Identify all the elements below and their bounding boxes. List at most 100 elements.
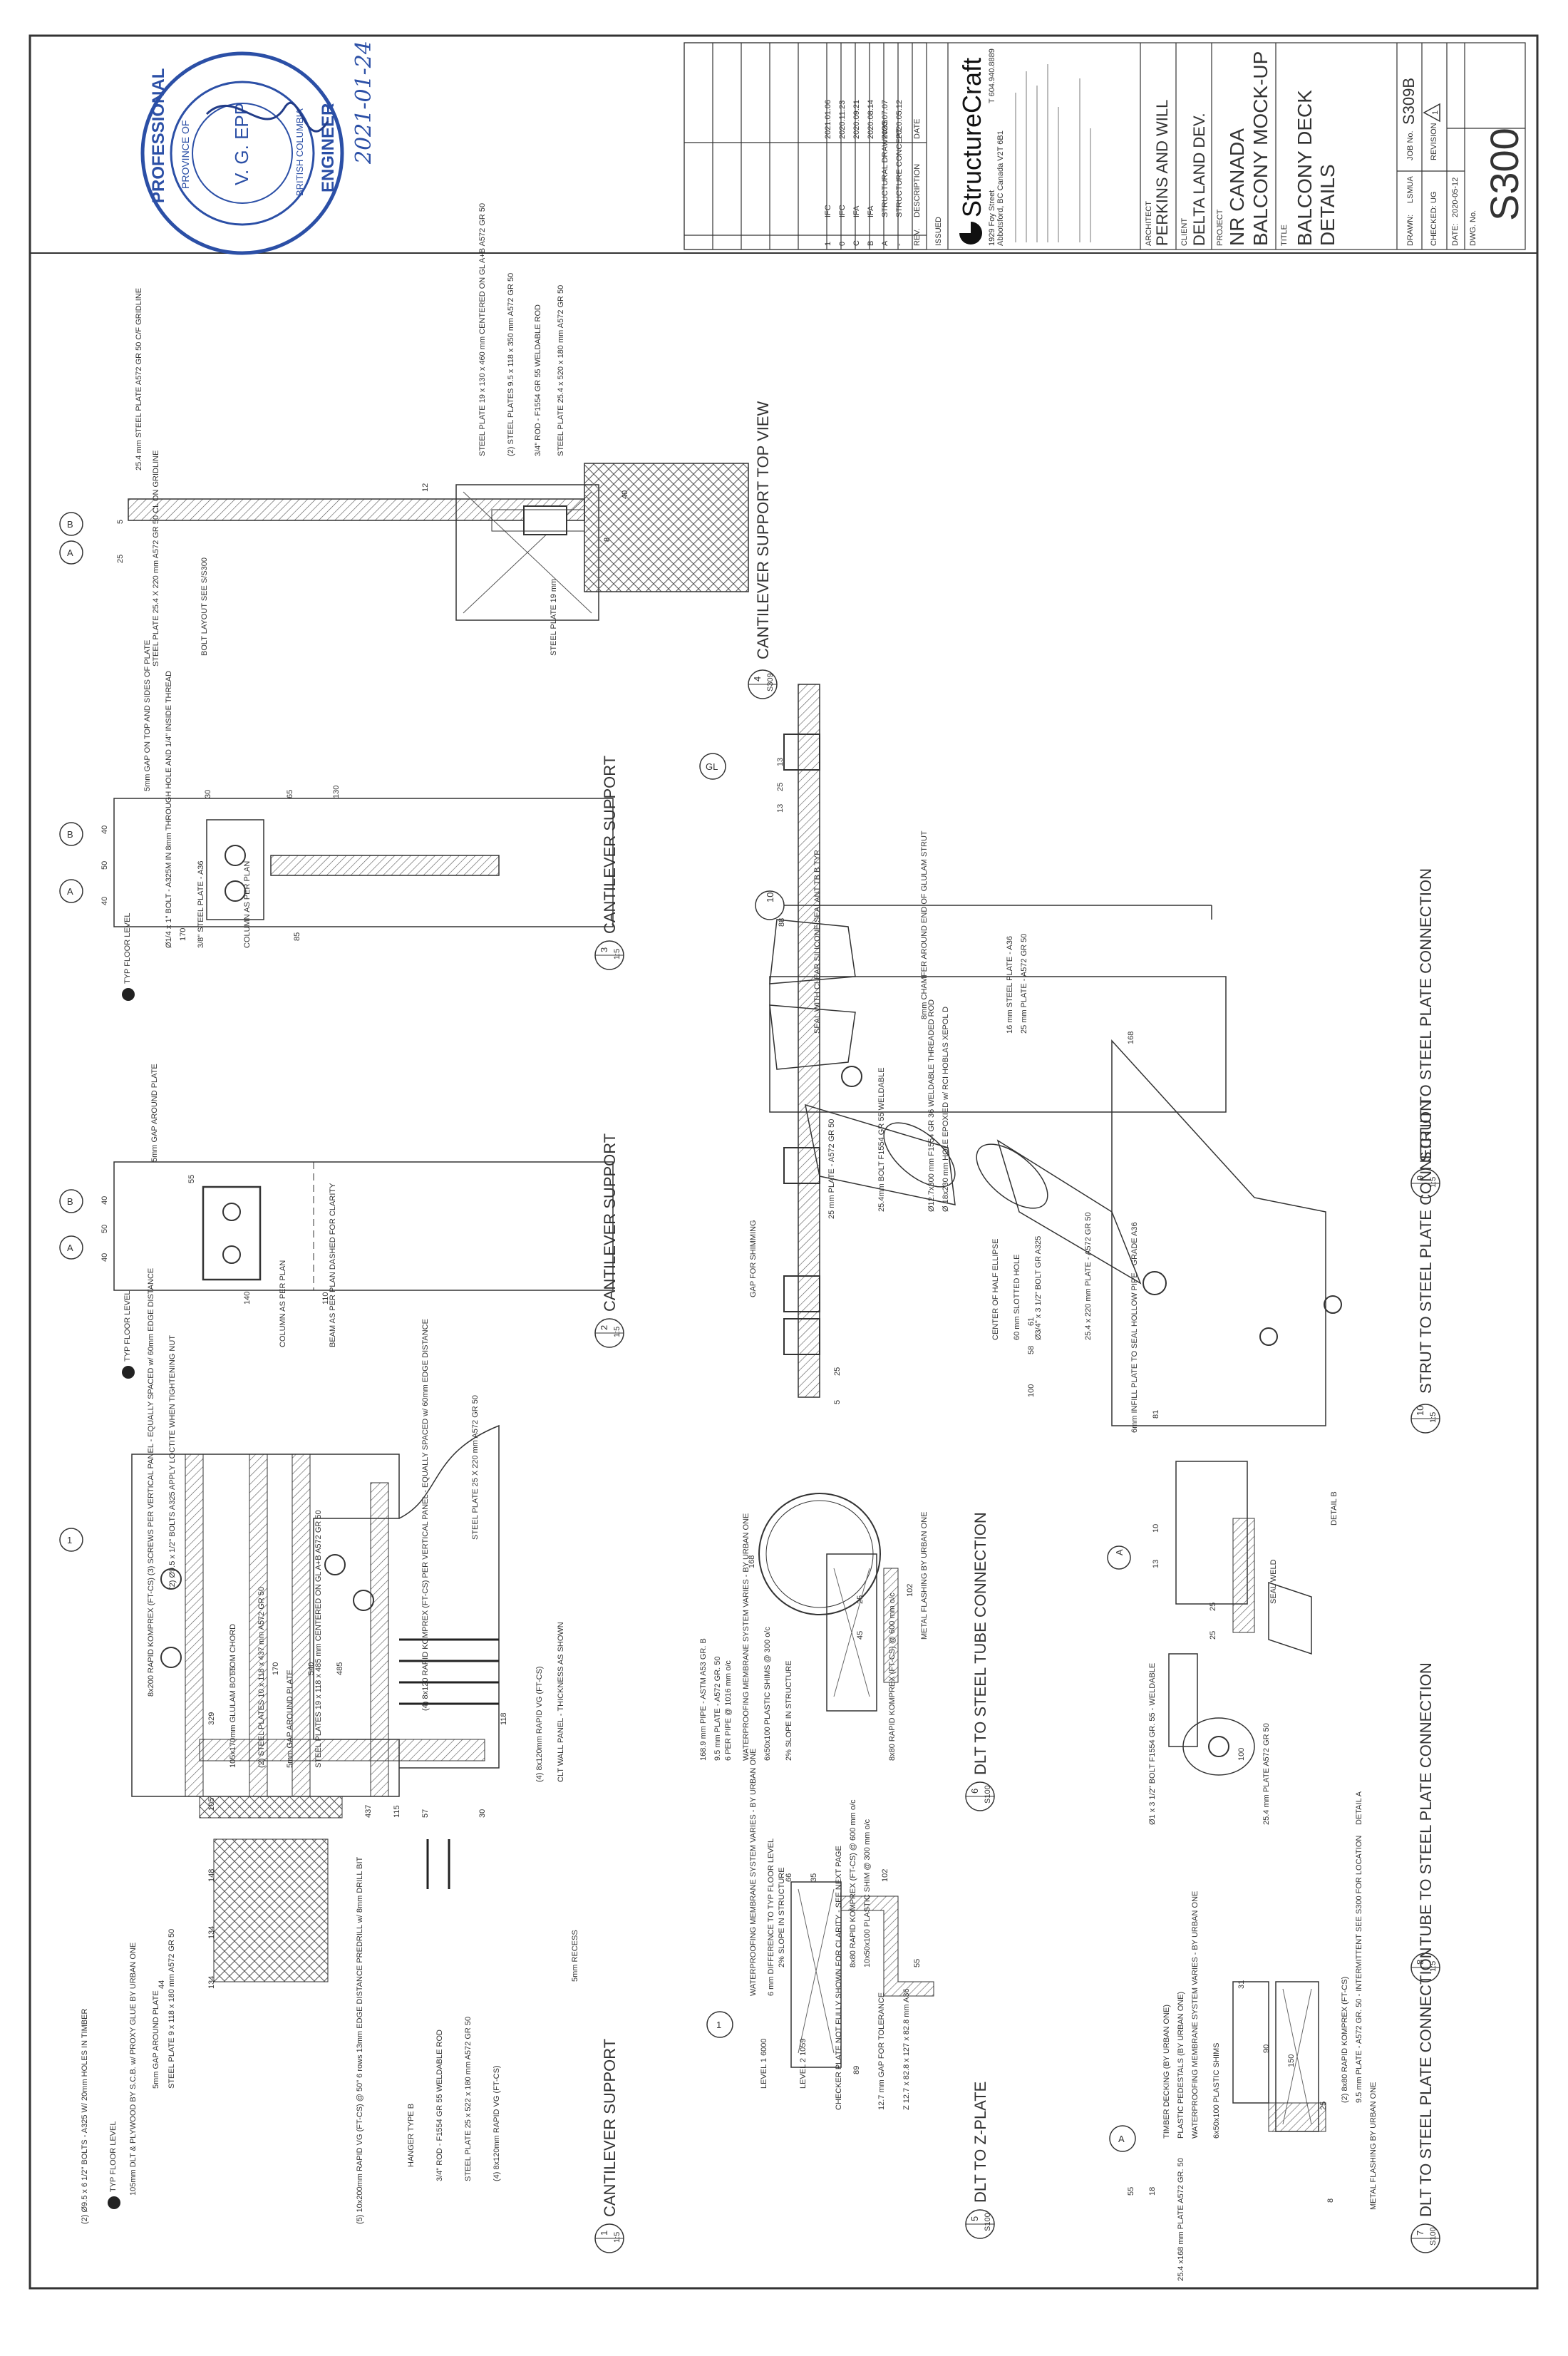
svg-text:(2) STEEL PLATES 10 x 118 x 43: (2) STEEL PLATES 10 x 118 x 437 mm A572 …	[257, 1587, 266, 1768]
svg-text:5mm RECESS: 5mm RECESS	[571, 1930, 579, 1982]
d3-dims: 40 50 40 170 30 65 130 85	[100, 786, 341, 941]
revision-row-3: C IFA 2020.09.21	[852, 100, 861, 246]
client-name: DELTA LAND DEV.	[1190, 113, 1208, 246]
svg-text:1:5: 1:5	[613, 949, 621, 960]
svg-text:(2) Ø9.5 x 1/2" BOLTS A325 APP: (2) Ø9.5 x 1/2" BOLTS A325 APPLY LOCTITE…	[168, 1335, 177, 1590]
svg-text:DETAIL B: DETAIL B	[1330, 1491, 1339, 1526]
grid-bubble-b	[59, 1189, 83, 1213]
d8-notes: DETAIL A DETAIL B Ø1 x 3 1/2" BOLT F1554…	[1130, 1222, 1363, 1825]
svg-text:6 mm DIFFERENCE TO TYP FLOOR L: 6 mm DIFFERENCE TO TYP FLOOR LEVEL	[767, 1838, 775, 1996]
svg-text:89: 89	[852, 2066, 861, 2074]
svg-text:13: 13	[1152, 1560, 1160, 1568]
svg-text:25.4mm BOLT F1554 GR 55 WELDAB: 25.4mm BOLT F1554 GR 55 WELDABLE	[877, 1067, 886, 1212]
project-name-line1: NR CANADA	[1226, 128, 1248, 246]
svg-text:IFC: IFC	[838, 205, 847, 217]
svg-text:2: 2	[599, 1325, 609, 1330]
svg-text:A: A	[1118, 2134, 1125, 2144]
detail-6-dlt-to-tube: 168 25 45 102 168.9 mm PIPE - ASTM A53 G…	[699, 1493, 995, 1811]
svg-text:3/4" ROD - F1554 GR 55 WELDABL: 3/4" ROD - F1554 GR 55 WELDABLE ROD	[534, 304, 542, 456]
svg-text:7: 7	[1415, 2231, 1425, 2236]
issued-label: ISSUED	[934, 217, 943, 246]
detail-6-title: DLT TO STEEL TUBE CONNECTION	[971, 1512, 989, 1775]
svg-text:TYP FLOOR LEVEL: TYP FLOOR LEVEL	[109, 2121, 118, 2192]
svg-text:STEEL PLATES 19 x 118 x 485 mm: STEEL PLATES 19 x 118 x 485 mm CENTERED …	[314, 1510, 323, 1768]
dlt-panel	[826, 1553, 877, 1712]
bolt-icon	[1208, 1736, 1229, 1757]
rod-nut	[523, 505, 567, 535]
drawn-by: DRAWN: LSMUA JOB No. S309B	[1400, 78, 1418, 246]
sheet-number: S300	[1482, 128, 1527, 221]
svg-text:25 mm PLATE - A572 GR 50: 25 mm PLATE - A572 GR 50	[827, 1119, 836, 1219]
svg-text:Ø1 x 3 1/2" BOLT F1554 GR. 55: Ø1 x 3 1/2" BOLT F1554 GR. 55 - WELDABLE	[1148, 1663, 1157, 1825]
hanger-plate	[199, 1739, 485, 1761]
svg-text:3/8" STEEL PLATE - A36: 3/8" STEEL PLATE - A36	[197, 860, 205, 948]
svg-text:25: 25	[856, 1595, 865, 1604]
svg-text:118: 118	[500, 1712, 508, 1725]
strut	[996, 1139, 1142, 1285]
steel-pipe	[758, 1493, 881, 1615]
svg-text:12: 12	[421, 483, 430, 492]
company-address: 1929 Foy Street Abbotsford, BC Canada V2…	[988, 48, 1005, 246]
svg-text:1:5: 1:5	[1429, 1177, 1438, 1188]
svg-text:S100: S100	[984, 2213, 992, 2231]
svg-text:CLT WALL PANEL - THICKNESS AS: CLT WALL PANEL - THICKNESS AS SHOWN	[557, 1622, 565, 1782]
d8-dims: 10 13 25 25 100	[1152, 1524, 1246, 1761]
svg-text:TYP FLOOR LEVEL: TYP FLOOR LEVEL	[123, 913, 132, 984]
detail-6-marker: 6 S100	[965, 1781, 995, 1811]
architect-name: PERKINS AND WILL	[1153, 100, 1171, 246]
seal-date: 2021-01-24	[351, 41, 376, 165]
svg-text:DATE:: DATE:	[1451, 223, 1460, 246]
glulam-column	[769, 976, 1227, 1113]
svg-text:REV.: REV.	[913, 228, 922, 246]
svg-text:6mm INFILL PLATE TO SEAL HOLLO: 6mm INFILL PLATE TO SEAL HOLLOW PIPE - G…	[1130, 1222, 1139, 1433]
d2-notes: TYP FLOOR LEVEL COLUMN AS PER PLAN BEAM …	[122, 1064, 337, 1379]
svg-text:105: 105	[207, 1798, 216, 1811]
grid-bubble-gl	[699, 753, 726, 780]
bolt-icon	[841, 1066, 862, 1087]
svg-text:8x80 RAPID KOMPREX (FT-CS) @ 6: 8x80 RAPID KOMPREX (FT-CS) @ 600 mm o/c	[888, 1593, 897, 1761]
svg-text:SEAL WITH CLEAR SILICONE SEALA: SEAL WITH CLEAR SILICONE SEALANT TB B TY…	[813, 850, 822, 1034]
svg-text:2020.07.07: 2020.07.07	[881, 100, 889, 139]
dlt-panel	[790, 1881, 842, 2068]
svg-text:CHECKED:: CHECKED:	[1430, 205, 1438, 246]
svg-text:1: 1	[1431, 110, 1440, 115]
svg-text:LSMUA: LSMUA	[1406, 175, 1415, 203]
strut-end	[769, 1004, 856, 1070]
d9-dims: 88 168 61 58 100 81	[778, 918, 1160, 1419]
svg-text:50: 50	[100, 861, 109, 870]
svg-text:HANGER TYPE B: HANGER TYPE B	[407, 2104, 416, 2167]
svg-text:(4) 8x120mm RAPID VG (FT-CS): (4) 8x120mm RAPID VG (FT-CS)	[492, 2065, 501, 2181]
steel-plate	[798, 684, 820, 1398]
section-marker: 10	[755, 890, 785, 920]
grid-bubble-a	[59, 879, 83, 903]
svg-text:STEEL PLATE 19 x 130 x 460 mm: STEEL PLATE 19 x 130 x 460 mm CENTERED O…	[478, 203, 487, 456]
svg-text:Ø12.7x300 mm F1554 GR 36 WELDA: Ø12.7x300 mm F1554 GR 36 WELDABLE THREAD…	[927, 999, 936, 1212]
svg-text:25: 25	[1209, 1631, 1217, 1640]
svg-text:25.4 x168 mm PLATE A572 GR. 50: 25.4 x168 mm PLATE A572 GR. 50	[1177, 2158, 1185, 2281]
steel-plate	[202, 1185, 262, 1281]
bolt-icon	[1259, 1327, 1278, 1346]
svg-text:40: 40	[100, 1196, 109, 1205]
level-marker-icon	[122, 988, 135, 1001]
level-marker-icon	[122, 1366, 135, 1379]
detail-5-marker: 5 S100	[965, 2209, 995, 2239]
drawing-title-line1: BALCONY DECK	[1294, 90, 1316, 246]
detail-9-marker: 9 1:5	[1410, 1168, 1440, 1198]
detail-4-marker: 4 S309	[748, 669, 778, 699]
svg-text:STEEL PLATE 19 mm: STEEL PLATE 19 mm	[550, 579, 558, 656]
svg-text:40: 40	[100, 897, 109, 905]
section-marker-a: A	[1107, 1545, 1131, 1570]
svg-text:540: 540	[307, 1662, 316, 1675]
svg-text:6x50x100 PLASTIC SHIMS @ 300 o: 6x50x100 PLASTIC SHIMS @ 300 o/c	[763, 1627, 772, 1761]
svg-text:(5) 10x200mm RAPID VG (FT-CS): (5) 10x200mm RAPID VG (FT-CS) @ 50" 6 ro…	[356, 1856, 364, 2224]
svg-text:8mm CHAMFER AROUND END OF GLUL: 8mm CHAMFER AROUND END OF GLULAM STRUT	[920, 830, 929, 1019]
svg-text:10: 10	[765, 892, 775, 902]
svg-text:35: 35	[810, 1873, 818, 1882]
svg-text:168.9 mm PIPE - ASTM A53 GR. B: 168.9 mm PIPE - ASTM A53 GR. B	[699, 1638, 708, 1761]
svg-text:ENGINEER: ENGINEER	[319, 103, 338, 192]
svg-text:REVISION: REVISION	[1430, 123, 1438, 160]
svg-text:31: 31	[1237, 1980, 1246, 1989]
steel-plate	[883, 1568, 899, 1683]
project-name-line2: BALCONY MOCK-UP	[1249, 51, 1272, 246]
